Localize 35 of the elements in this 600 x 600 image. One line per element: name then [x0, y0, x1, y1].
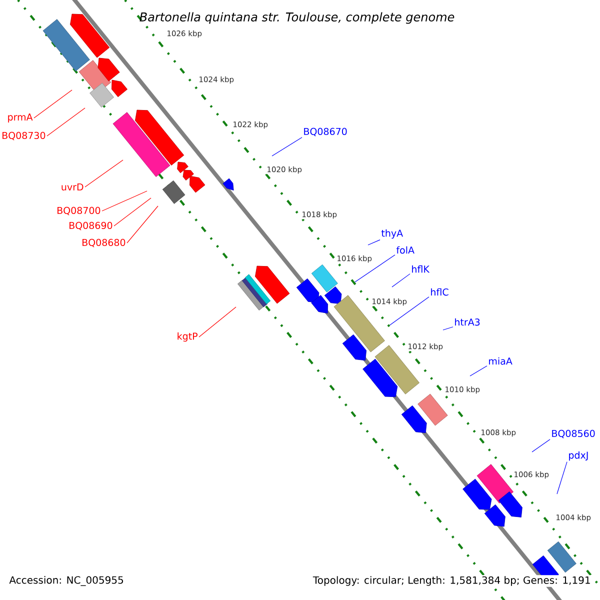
gene-label: BQ08680 [82, 238, 126, 248]
gene-label: htrA3 [455, 318, 480, 326]
leader-line [368, 240, 380, 246]
gene-label: prmA [8, 114, 33, 122]
leader-line [272, 137, 302, 156]
leader-line [198, 306, 236, 338]
title: Bartonella quintana str. Toulouse, complete genome [140, 12, 454, 24]
leader-line [532, 439, 550, 452]
leader-line [34, 90, 72, 118]
gene-label: miaA [489, 357, 512, 365]
gene-label: kgtP [178, 332, 198, 342]
footer-text: Topology: circular; Length: 1,581,384 bp; Genes: 1,191 [312, 575, 592, 587]
leader-line [392, 274, 410, 288]
leader-line [126, 206, 158, 244]
leader-line [556, 462, 568, 494]
gene-label: BQ08730 [2, 132, 46, 140]
leader-line [470, 366, 488, 376]
gene-label: BQ08560 [552, 430, 595, 438]
gene-label: BQ08700 [58, 206, 100, 216]
gene-label: BQ08690 [70, 222, 112, 230]
gene-label: pdxJ [569, 451, 588, 461]
footer-text: Accession: NC_005955 [8, 575, 125, 587]
gene-label: folA [396, 246, 414, 254]
leader-line [102, 190, 148, 212]
gene-label: uvrD [62, 183, 84, 191]
leader-line [354, 254, 396, 282]
gene-label: hflK [412, 265, 430, 273]
leader-line [114, 198, 152, 226]
leader-line [390, 296, 430, 326]
gene-label: hflC [431, 288, 448, 296]
leader-line [46, 108, 86, 136]
gene-label: BQ08670 [304, 128, 347, 136]
leader-line [84, 160, 124, 188]
gene-label: thyA [381, 229, 403, 239]
leader-line [442, 326, 454, 330]
